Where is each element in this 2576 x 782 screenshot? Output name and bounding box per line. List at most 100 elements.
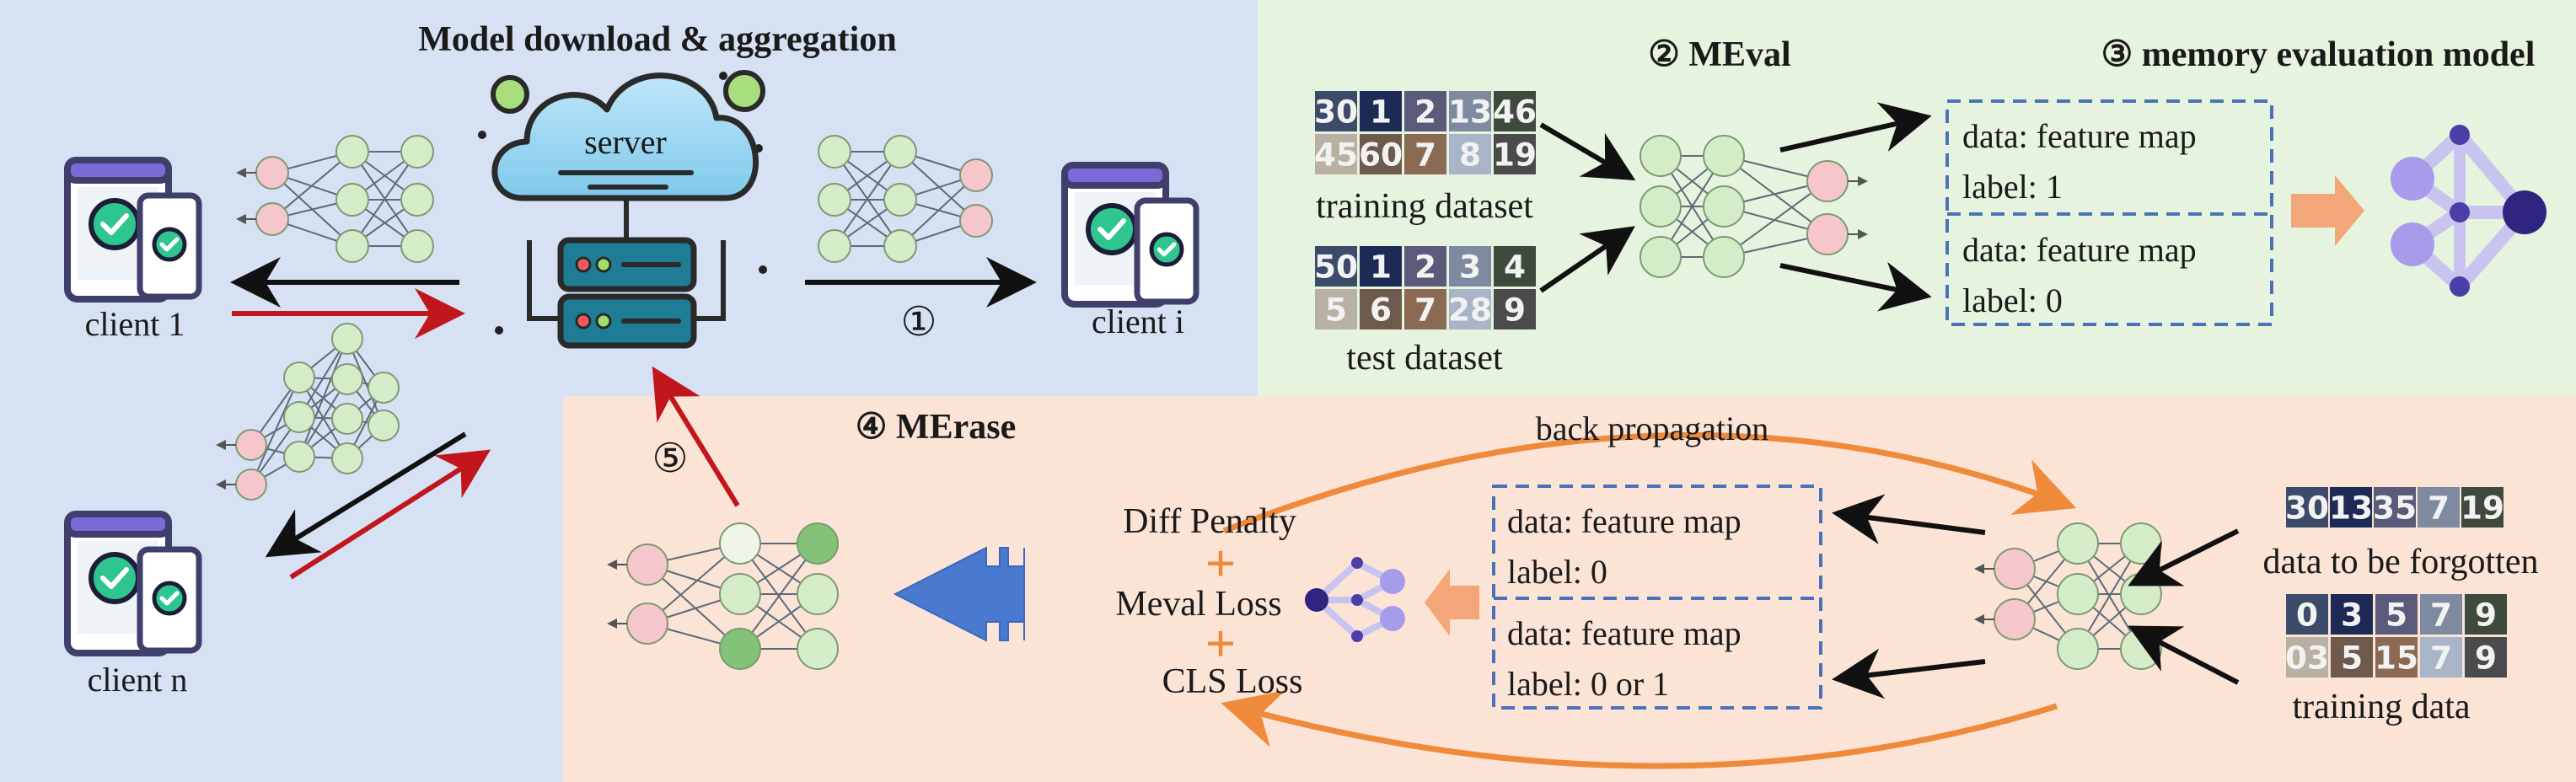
network-node — [255, 156, 289, 190]
merase-target-network — [1974, 522, 2162, 670]
digit-image-tile — [2331, 594, 2373, 635]
digit-image-tile — [2465, 594, 2507, 635]
digit-image-tile — [1449, 289, 1491, 329]
merase-title: ④ MErase — [856, 408, 1016, 447]
box-to-model-arrow — [1425, 569, 1479, 636]
digit-image-label: 2 — [1414, 248, 1436, 285]
network-node — [883, 183, 917, 217]
download-arrow-client-n — [265, 431, 467, 558]
network-node — [1640, 185, 1682, 228]
digit-image-label: 46 — [1493, 93, 1537, 130]
digit-image-label: 7 — [2428, 489, 2450, 526]
network-node — [335, 229, 369, 263]
network-node — [818, 183, 851, 217]
client-1-label: client 1 — [85, 305, 185, 343]
network-node — [959, 158, 993, 192]
network-node — [1806, 213, 1849, 255]
digit-image-label: 5 — [2385, 596, 2407, 633]
meval-box-top-data: data: feature map — [1962, 117, 2197, 155]
step-5-label: ⑤ — [652, 437, 688, 481]
network-node — [331, 403, 363, 435]
network-node — [959, 204, 993, 238]
back-propagation-arrow-top — [1222, 431, 2077, 534]
merase-box-top-data: data: feature map — [1507, 502, 1741, 540]
digit-image-tile — [1494, 91, 1536, 131]
data-to-be-forgotten-label: data to be forgotten — [2263, 543, 2539, 581]
merase-box-bottom-data: data: feature map — [1507, 614, 1741, 652]
digit-image-label: 13 — [1448, 93, 1492, 130]
network-node — [400, 135, 434, 169]
digit-image-label: 7 — [2430, 639, 2452, 676]
network-node — [235, 469, 267, 501]
network-node — [719, 628, 761, 670]
network-node — [626, 544, 668, 586]
network-node — [818, 229, 851, 263]
digit-image-label: 9 — [1504, 291, 1526, 328]
memory-evaluation-model-icon — [2391, 125, 2546, 297]
digit-image-tile — [1449, 134, 1491, 174]
digit-image-tile — [1404, 246, 1446, 287]
digit-image-label: 5 — [2341, 639, 2363, 676]
digit-image-tile — [2465, 637, 2507, 678]
digit-image-tile — [1360, 91, 1402, 131]
digit-image-label: 1 — [1370, 93, 1392, 130]
network-node — [2057, 573, 2099, 615]
digit-image-tile — [1360, 289, 1402, 329]
digit-image-tile — [1494, 289, 1536, 329]
network-node — [1640, 135, 1682, 177]
train-to-model-arrow — [1539, 122, 1636, 181]
network-node — [283, 441, 315, 473]
network-node — [1703, 135, 1745, 177]
digit-image-label: 3 — [2341, 596, 2363, 633]
digit-image-label: 30 — [1314, 93, 1358, 130]
step-1-label: ① — [900, 300, 936, 345]
upload-arrow-client-n — [289, 449, 491, 580]
digit-image-label: 15 — [2375, 639, 2418, 676]
digit-image-label: 45 — [1314, 136, 1358, 173]
back-propagation-label: back propagation — [1536, 410, 1769, 447]
meval-model-network — [1640, 135, 1868, 278]
network-node — [1703, 185, 1745, 228]
digit-image-tile — [2375, 594, 2418, 635]
client-i-label: client i — [1092, 303, 1184, 340]
digit-image-label: 28 — [1448, 291, 1492, 328]
network-node — [818, 135, 851, 169]
network-node — [2120, 522, 2162, 565]
digit-image-label: 8 — [1459, 136, 1481, 173]
meval-feature-box — [1945, 99, 2273, 326]
digit-image-label: 35 — [2373, 489, 2417, 526]
network-node — [883, 229, 917, 263]
client-i-network — [818, 135, 993, 263]
small-memory-model-icon — [1305, 557, 1405, 642]
network-node — [719, 522, 761, 565]
network-node — [797, 573, 839, 615]
digit-image-label: 9 — [2475, 639, 2497, 676]
network-node — [1640, 236, 1682, 278]
digit-image-label: 30 — [2285, 489, 2329, 526]
network-node — [626, 603, 668, 645]
model-to-merase-box-bottom-arrow — [1832, 648, 1986, 699]
digit-image-label: 03 — [2285, 639, 2329, 676]
digit-image-label: 7 — [2430, 596, 2452, 633]
digit-image-tile — [1449, 91, 1491, 131]
network-node — [1994, 548, 2036, 590]
digit-image-tile — [1404, 289, 1446, 329]
digit-image-label: 3 — [1459, 248, 1481, 285]
client-device-icon — [64, 157, 202, 303]
network-node — [1806, 160, 1849, 202]
meval-to-memory-arrow — [2291, 175, 2364, 246]
plus-sign-1: + — [1205, 533, 1236, 593]
digit-image-tile — [2330, 487, 2372, 528]
network-node — [719, 573, 761, 615]
network-node — [255, 202, 289, 236]
network-node — [2057, 522, 2099, 565]
meval-box-bottom-data: data: feature map — [1962, 231, 2197, 269]
network-node — [368, 372, 400, 404]
digit-image-tile — [1404, 91, 1446, 131]
network-node — [335, 183, 369, 217]
model-to-merase-box-top-arrow — [1832, 494, 1986, 544]
meval-loss-label: Meval Loss — [1115, 585, 1281, 624]
